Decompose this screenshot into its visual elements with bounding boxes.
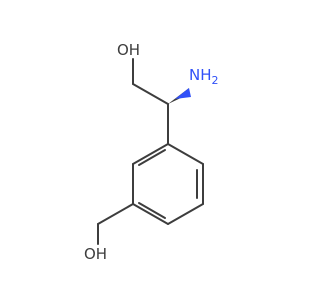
ring-bond	[132, 143, 169, 165]
ring-bond	[132, 203, 169, 225]
molecule-structure: OH NH2 OH	[84, 41, 219, 263]
amine-symbol: NH	[189, 66, 212, 84]
hydroxyl-top-label: OH	[117, 41, 140, 59]
amine-subscript: 2	[212, 74, 219, 87]
stereo-wedge	[168, 88, 189, 104]
ring-bond	[167, 143, 204, 165]
ring-bond	[167, 203, 204, 225]
ring-double-bond	[138, 202, 166, 219]
stereocenter-to-ch2-bond	[132, 83, 169, 105]
ring-to-benzylic-bond	[97, 203, 134, 225]
ring-double-bond	[138, 149, 166, 166]
hydroxyl-bottom-label: OH	[84, 245, 107, 263]
stereo-wedge-tip	[175, 88, 191, 99]
amine-label: NH2	[189, 66, 219, 87]
